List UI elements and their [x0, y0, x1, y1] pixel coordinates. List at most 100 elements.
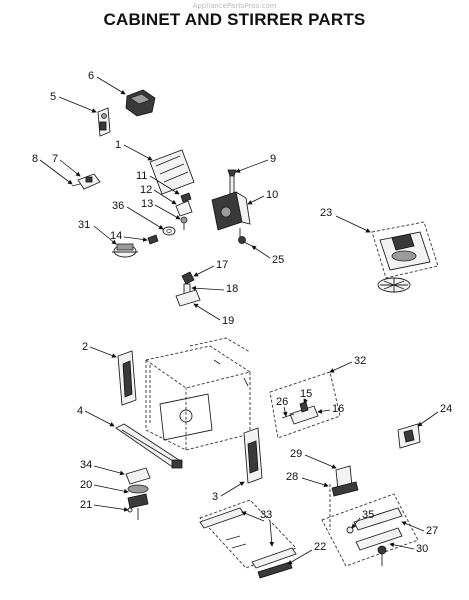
svg-text:11: 11 [136, 170, 147, 182]
part-6-knob-block [125, 89, 156, 117]
callout-9: 9 [235, 153, 276, 173]
svg-text:17: 17 [216, 259, 228, 271]
callout-11: 11 [136, 170, 180, 195]
svg-text:4: 4 [77, 405, 83, 417]
svg-text:28: 28 [286, 471, 298, 483]
part-31-thermostat [112, 243, 138, 258]
part-9-rod [227, 169, 237, 199]
part-5-bracket [97, 107, 111, 137]
callout-3: 3 [212, 481, 245, 503]
svg-text:9: 9 [270, 153, 276, 165]
callout-17: 17 [193, 259, 228, 277]
callout-29: 29 [290, 448, 337, 469]
callout-20: 20 [80, 479, 129, 494]
svg-text:15: 15 [300, 388, 312, 400]
part-29-stand [331, 465, 359, 497]
svg-text:29: 29 [290, 448, 302, 460]
oven-cavity [144, 337, 252, 451]
svg-text:22: 22 [314, 541, 326, 553]
svg-text:18: 18 [226, 283, 238, 295]
svg-text:30: 30 [416, 543, 428, 555]
svg-text:7: 7 [52, 153, 58, 165]
part-7-8-switch [71, 173, 101, 190]
callout-16: 16 [317, 403, 344, 415]
svg-text:6: 6 [88, 70, 94, 82]
svg-text:12: 12 [140, 184, 152, 196]
part-36-washer [162, 226, 176, 236]
part-10-motor [211, 191, 251, 238]
svg-text:23: 23 [320, 207, 332, 219]
callout-22: 22 [287, 541, 326, 565]
callout-5: 5 [50, 91, 97, 113]
callout-2: 2 [82, 341, 117, 358]
callout-30: 30 [389, 542, 428, 555]
callout-31: 31 [78, 219, 117, 245]
svg-text:24: 24 [440, 403, 452, 415]
page-title: CABINET AND STIRRER PARTS [103, 10, 366, 29]
callout-36: 36 [112, 200, 164, 230]
callout-25: 25 [251, 245, 284, 266]
watermark: AppliancePartsPros.com [192, 2, 277, 10]
callout-8: 8 [32, 153, 73, 185]
svg-text:20: 20 [80, 479, 92, 491]
callout-28: 28 [286, 471, 329, 488]
part-33-floor [199, 499, 297, 569]
callout-24: 24 [417, 403, 452, 427]
callout-7: 7 [52, 153, 81, 177]
part-34-20-21-assembly [125, 467, 151, 520]
callout-26: 26 [276, 396, 288, 417]
callout-15: 15 [300, 388, 312, 404]
svg-text:13: 13 [141, 198, 153, 210]
part-24-bracket [397, 423, 421, 449]
svg-text:10: 10 [266, 189, 278, 201]
svg-text:21: 21 [80, 499, 92, 511]
part-3-trim [243, 427, 263, 484]
svg-text:5: 5 [50, 91, 56, 103]
callout-21: 21 [80, 499, 129, 512]
callout-33: 33 [241, 509, 275, 547]
callout-35: 35 [351, 509, 374, 529]
svg-text:36: 36 [112, 200, 124, 212]
svg-text:8: 8 [32, 153, 38, 165]
svg-text:35: 35 [362, 509, 374, 521]
callout-18: 18 [191, 283, 238, 295]
svg-text:25: 25 [272, 254, 284, 266]
callout-23: 23 [320, 207, 371, 233]
part-11-13-fittings [175, 192, 193, 230]
svg-text:2: 2 [82, 341, 88, 353]
callout-6: 6 [88, 70, 126, 95]
svg-text:31: 31 [78, 219, 90, 231]
callout-12: 12 [140, 184, 177, 205]
part-32-panel [269, 371, 341, 439]
part-14-clip [147, 234, 159, 245]
callout-4: 4 [77, 405, 115, 427]
callout-14: 14 [110, 230, 148, 242]
svg-text:33: 33 [260, 509, 272, 521]
svg-text:34: 34 [80, 459, 92, 471]
part-22-rail [257, 561, 293, 579]
part-2-side-panel [117, 350, 137, 406]
callout-34: 34 [80, 459, 125, 476]
part-17-19-post [175, 271, 201, 307]
svg-text:3: 3 [212, 491, 218, 503]
callout-27: 27 [401, 521, 438, 537]
svg-text:14: 14 [110, 230, 122, 242]
part-1-control-board [149, 149, 195, 195]
part-25-screw [238, 236, 253, 247]
svg-text:27: 27 [426, 525, 438, 537]
part-23-stirrer-assembly [371, 221, 439, 293]
svg-text:16: 16 [332, 403, 344, 415]
svg-text:26: 26 [276, 396, 288, 408]
svg-text:19: 19 [222, 315, 234, 327]
svg-text:1: 1 [115, 139, 121, 151]
callout-10: 10 [247, 189, 278, 205]
svg-text:32: 32 [354, 355, 366, 367]
part-35-27-30-assembly [321, 493, 419, 567]
callout-19: 19 [193, 303, 234, 327]
callout-13: 13 [141, 198, 181, 220]
callout-1: 1 [115, 139, 153, 161]
callout-32: 32 [329, 355, 366, 373]
part-4-rail [115, 423, 183, 469]
